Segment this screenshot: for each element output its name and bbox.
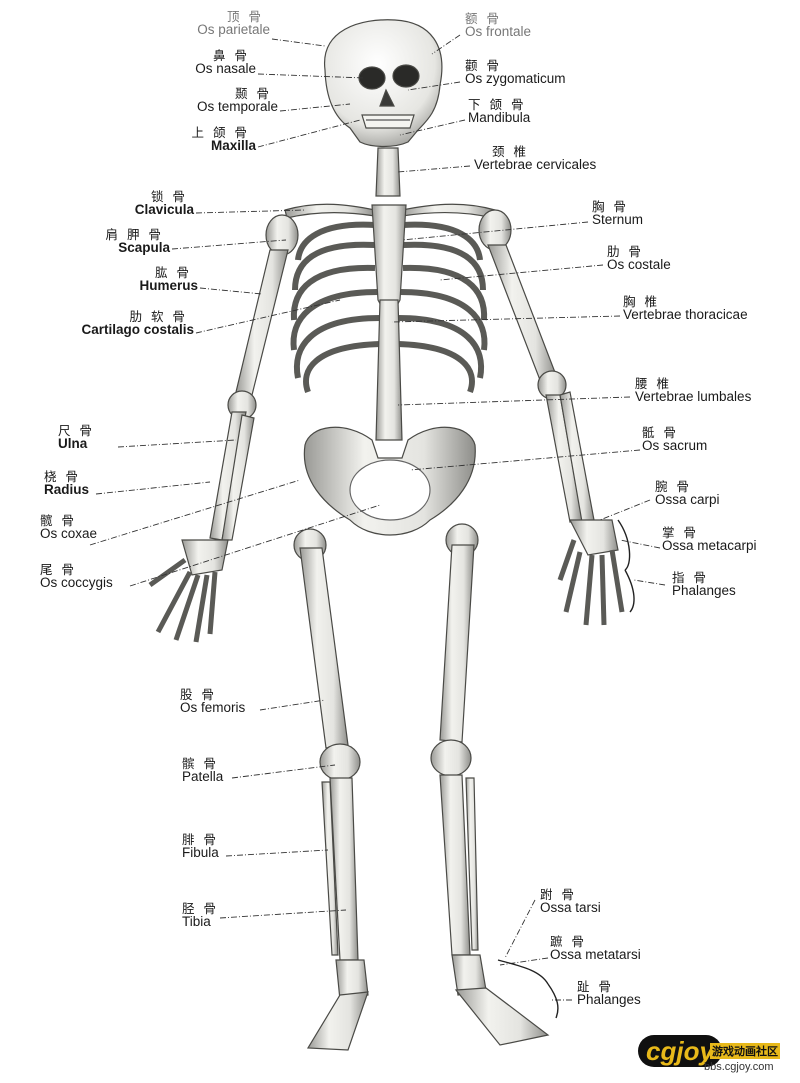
skull: [324, 19, 443, 148]
label-zygomatic: 颧骨 Os zygomaticum: [465, 58, 566, 87]
leader-lines-right: [391, 34, 666, 1001]
right-clavicle: [401, 203, 496, 219]
left-arm: [148, 214, 299, 643]
label-phalanges-foot: 趾骨 Phalanges: [577, 979, 641, 1008]
label-lumbar: 腰椎 Vertebrae lumbales: [635, 376, 752, 405]
label-carpal: 腕骨 Ossa carpi: [655, 479, 720, 508]
label-tibia: 胫骨 Tibia: [182, 901, 226, 930]
label-ulna: 尺骨 Ulna: [58, 423, 102, 452]
label-maxilla: 上颌骨 Maxilla: [191, 125, 256, 154]
cgjoy-logo: cgjoy: [638, 1035, 722, 1067]
cervical-spine: [375, 147, 401, 197]
label-radius: 桡骨 Radius: [44, 469, 90, 498]
left-leg: [293, 528, 369, 1051]
brackets: [497, 519, 635, 1019]
label-costal-cartilage: 肋软骨 Cartilago costalis: [81, 309, 194, 338]
watermark-url: bbs.cgjoy.com: [704, 1061, 774, 1073]
label-clavicle: 锁骨 Clavicula: [134, 189, 194, 218]
label-fibula: 腓骨 Fibula: [182, 832, 226, 861]
label-phalanges-hand: 指骨 Phalanges: [672, 570, 736, 599]
label-rib: 肋骨 Os costale: [607, 244, 671, 273]
label-hip: 髋骨 Os coxae: [40, 513, 98, 542]
label-patella: 髌骨 Patella: [182, 756, 226, 785]
left-clavicle: [284, 203, 376, 219]
label-mandible: 下颌骨 Mandibula: [468, 97, 533, 126]
label-cervical: 颈椎 Vertebrae cervicales: [474, 144, 597, 173]
cgjoy-watermark: cgjoy 游戏动画社区 bbs.cgjoy.com: [638, 1033, 796, 1079]
label-metatarsal: 蹠骨 Ossa metatarsi: [550, 934, 641, 963]
label-frontal: 额骨 Os frontale: [465, 11, 532, 40]
label-nasal: 鼻骨 Os nasale: [195, 48, 256, 77]
label-sternum: 胸骨 Sternum: [592, 199, 644, 228]
label-metacarpal: 掌骨 Ossa metacarpi: [662, 525, 757, 554]
label-thoracic: 胸椎 Vertebrae thoracicae: [623, 294, 748, 323]
vertebral-column: [375, 299, 403, 441]
watermark-site-name: 游戏动画社区: [710, 1043, 780, 1059]
label-parietal: 顶骨 Os parietale: [197, 9, 270, 38]
label-coccyx: 尾骨 Os coccygis: [40, 562, 113, 591]
label-tarsal: 跗骨 Ossa tarsi: [540, 887, 601, 916]
label-temporal: 颞骨 Os temporale: [196, 86, 278, 115]
skeleton-figure: [148, 19, 625, 1051]
label-scapula: 肩胛骨 Scapula: [105, 227, 170, 256]
right-leg: [430, 523, 550, 1046]
label-humerus: 肱骨 Humerus: [139, 265, 198, 294]
label-femur: 股骨 Os femoris: [180, 687, 246, 716]
label-sacrum: 骶骨 Os sacrum: [642, 425, 708, 454]
rib-cage: [290, 221, 488, 394]
right-arm: [478, 209, 625, 626]
leader-lines-left: [89, 38, 381, 919]
